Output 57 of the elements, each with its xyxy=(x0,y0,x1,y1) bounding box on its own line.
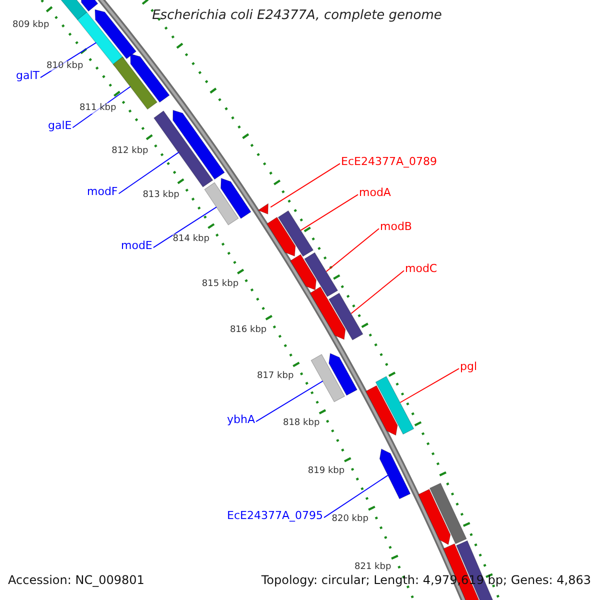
gene-feature-block xyxy=(366,385,398,436)
leader-line xyxy=(400,368,460,403)
gene-bar xyxy=(153,110,214,188)
gene-label: modA xyxy=(359,187,391,200)
scale-label: 810 kbp xyxy=(46,60,84,72)
gene-label: modC xyxy=(405,263,438,276)
gene-triangle xyxy=(258,203,269,215)
leader-line xyxy=(256,380,324,422)
gene-feature-block xyxy=(220,178,252,219)
gene-feature-block xyxy=(310,286,346,340)
scale-label: 813 kbp xyxy=(142,190,180,200)
gene-feature-block xyxy=(94,9,137,60)
scale-label: 817 kbp xyxy=(256,371,294,382)
gene-bar xyxy=(310,354,346,402)
gene-label: galE xyxy=(48,120,72,133)
gene-label: EcE24377A_0789 xyxy=(341,156,437,169)
gene-feature-block xyxy=(328,352,358,396)
scale-label: 809 kbp xyxy=(12,19,50,30)
scale-label: 814 kbp xyxy=(172,234,210,244)
gene-bar xyxy=(304,252,338,297)
gene-feature-block xyxy=(130,54,170,103)
leader-line xyxy=(40,42,97,78)
scale-label: 816 kbp xyxy=(230,324,267,336)
gene-bar xyxy=(375,376,414,435)
gene-bar xyxy=(429,482,467,544)
gene-label: pgl xyxy=(460,361,478,374)
leader-line xyxy=(326,228,380,272)
gene-label: galT xyxy=(16,70,40,83)
map-title: Escherichia coli E24377A, complete genome xyxy=(152,9,442,24)
gene-feature-block xyxy=(266,216,296,257)
leader-line xyxy=(270,163,340,208)
scale-label: 820 kbp xyxy=(332,513,368,524)
scale-label: 815 kbp xyxy=(202,279,239,290)
gene-feature-block xyxy=(418,488,451,546)
gene-feature-block xyxy=(172,110,225,180)
gene-label: modE xyxy=(121,240,152,253)
leader-line xyxy=(152,206,217,248)
leader-line xyxy=(118,152,180,194)
gene-feature-block xyxy=(290,254,316,290)
gene-bar xyxy=(328,292,364,340)
scale-label: 819 kbp xyxy=(308,465,345,476)
accession-text: Accession: NC_009801 xyxy=(8,574,144,588)
gene-bar xyxy=(204,182,239,226)
gene-label: EcE24377A_0795 xyxy=(227,510,323,523)
scale-label: 811 kbp xyxy=(80,103,116,114)
gene-label: ybhA xyxy=(227,414,255,427)
scale-label: 821 kbp xyxy=(354,562,392,572)
leader-line xyxy=(350,270,404,314)
leader-line xyxy=(300,194,358,231)
gene-label: modF xyxy=(87,186,118,199)
scale-label: 818 kbp xyxy=(282,418,320,428)
gene-feature-block xyxy=(379,448,411,500)
leader-line xyxy=(324,474,388,518)
leader-line xyxy=(72,86,131,128)
gene-label: modB xyxy=(380,221,412,234)
gene-bar xyxy=(278,210,314,257)
scale-label: 812 kbp xyxy=(112,146,148,156)
